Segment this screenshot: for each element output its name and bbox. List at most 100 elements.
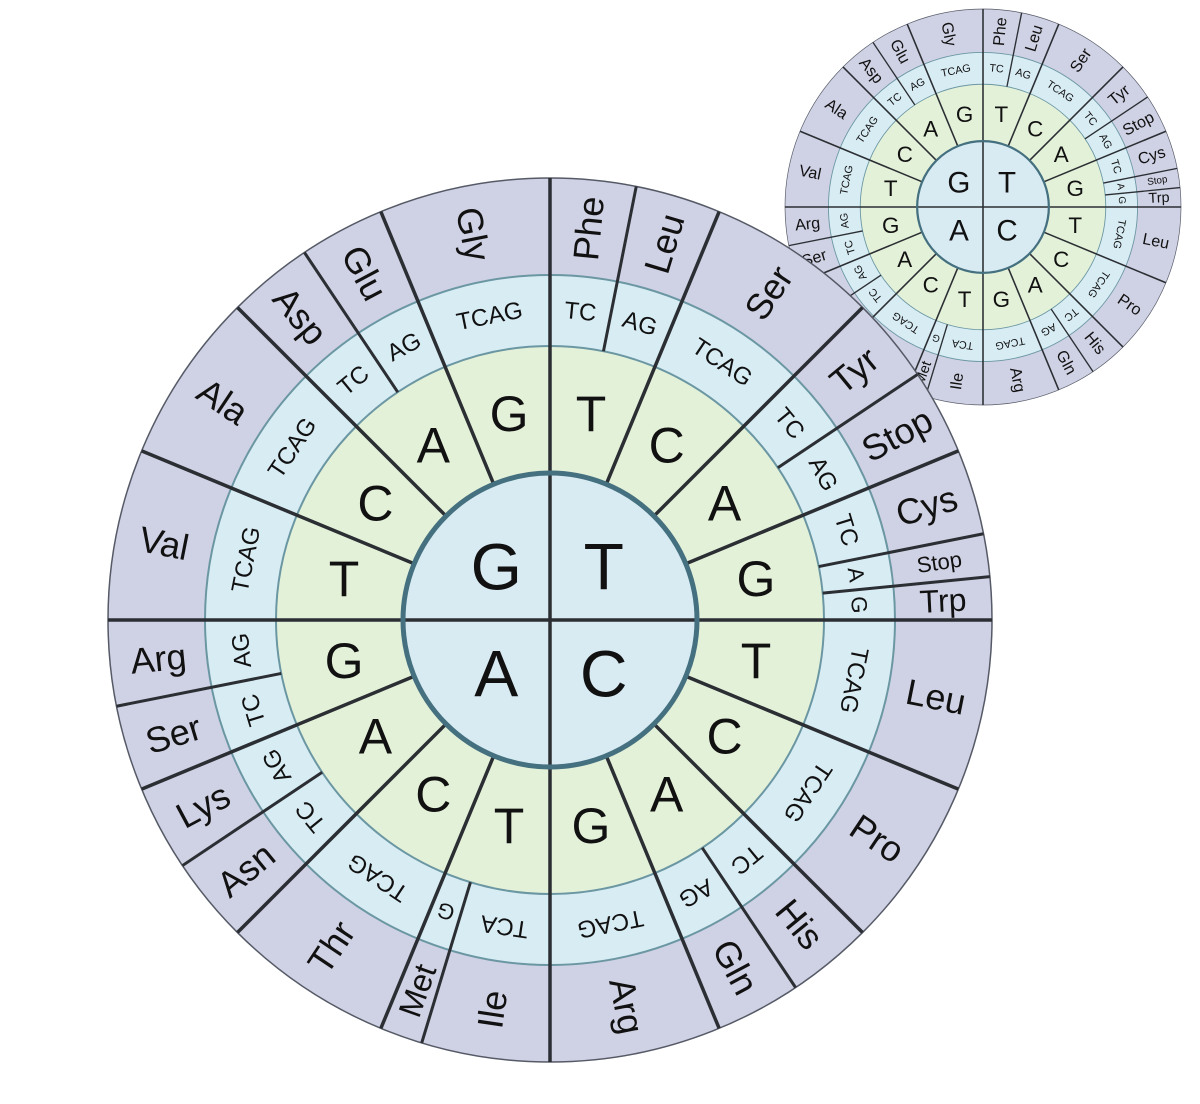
- second-base-label: A: [1054, 142, 1069, 167]
- amino-acid-label: Val: [798, 162, 823, 184]
- third-base-divider: [303, 251, 400, 394]
- second-base-label: G: [993, 287, 1010, 312]
- second-base-label: A: [923, 116, 938, 141]
- second-base-label: T: [958, 287, 972, 312]
- second-base-label: T: [576, 386, 607, 442]
- second-base-label: C: [897, 142, 913, 167]
- second-base-label: T: [995, 102, 1009, 127]
- first-base-label: A: [474, 637, 518, 711]
- first-base-label: T: [584, 529, 624, 603]
- amino-acid-label: Arg: [1006, 366, 1029, 394]
- third-base-divider: [924, 324, 949, 397]
- third-base-label: A: [843, 565, 870, 584]
- amino-acid-label: Arg: [129, 635, 189, 681]
- first-base-label: G: [471, 529, 522, 603]
- third-base-divider: [822, 575, 991, 595]
- third-base-divider: [872, 41, 916, 106]
- second-base-label: G: [956, 102, 973, 127]
- second-base-label: C: [923, 273, 939, 298]
- third-base-label: TCAG: [940, 62, 972, 80]
- second-base-divider: [685, 449, 960, 566]
- amino-acid-label: Phe: [990, 16, 1011, 46]
- second-base-label: A: [708, 475, 742, 531]
- third-base-divider: [116, 671, 282, 708]
- amino-acid-label: Trp: [1148, 190, 1170, 207]
- second-base-divider: [652, 722, 864, 934]
- second-base-label: T: [884, 176, 898, 201]
- first-base-label: C: [580, 637, 628, 711]
- second-base-label: G: [737, 551, 776, 607]
- third-base-label: G: [1116, 196, 1127, 204]
- third-base-divider: [601, 186, 638, 352]
- third-base-divider: [1105, 186, 1181, 196]
- second-base-label: C: [707, 709, 743, 765]
- third-base-label: TCAG: [994, 334, 1026, 352]
- third-base-label: TC: [1108, 158, 1124, 175]
- third-base-label: AG: [227, 632, 257, 669]
- amino-acid-label: Gly: [937, 20, 960, 48]
- second-base-label: C: [649, 417, 685, 473]
- second-base-divider: [906, 267, 959, 391]
- second-base-label: C: [1053, 247, 1069, 272]
- amino-acid-label: Ile: [947, 372, 967, 392]
- third-base-label: G: [846, 596, 872, 614]
- center-border: [400, 470, 700, 770]
- second-base-label: G: [1067, 176, 1084, 201]
- second-base-divider: [379, 210, 496, 485]
- second-base-divider: [1029, 66, 1124, 161]
- third-base-label: TC: [989, 62, 1005, 75]
- third-base-label: TCAG: [1110, 218, 1128, 250]
- third-base-divider: [420, 881, 472, 1044]
- second-base-divider: [906, 23, 959, 147]
- second-base-divider: [379, 755, 496, 1030]
- first-base-label: G: [947, 166, 970, 199]
- second-base-label: A: [417, 417, 451, 473]
- second-base-divider: [236, 306, 448, 518]
- second-base-label: T: [741, 633, 772, 689]
- third-base-divider: [788, 230, 863, 247]
- third-base-label: AG: [1014, 66, 1032, 82]
- third-base-label: TCA: [950, 337, 974, 352]
- second-base-divider: [685, 674, 960, 791]
- second-base-label: A: [897, 247, 912, 272]
- second-base-label: C: [357, 475, 393, 531]
- second-base-label: C: [415, 767, 451, 823]
- second-base-divider: [140, 674, 415, 791]
- third-base-divider: [776, 373, 919, 470]
- third-base-divider: [700, 846, 797, 989]
- third-base-label: G: [931, 331, 942, 344]
- amino-acid-label: Leu: [1141, 230, 1171, 253]
- second-base-divider: [140, 449, 415, 566]
- center-border: [916, 140, 1050, 274]
- third-base-divider: [1103, 167, 1178, 184]
- third-base-label: TCAG: [838, 164, 856, 196]
- third-base-divider: [1050, 308, 1094, 373]
- second-base-label: G: [325, 633, 364, 689]
- second-base-label: C: [1027, 116, 1043, 141]
- second-base-label: T: [1068, 213, 1082, 238]
- second-base-label: G: [572, 798, 611, 854]
- third-base-label: TC: [842, 238, 858, 255]
- first-base-label: C: [996, 215, 1017, 248]
- second-base-divider: [799, 130, 923, 183]
- amino-acid-label: Stop: [1147, 174, 1169, 188]
- second-base-divider: [1007, 267, 1060, 391]
- third-base-label: TC: [563, 297, 597, 327]
- second-base-divider: [842, 66, 937, 161]
- first-base-label: A: [949, 215, 969, 248]
- second-base-divider: [1007, 23, 1060, 147]
- second-base-divider: [652, 306, 864, 518]
- amino-acid-label: Trp: [919, 582, 968, 620]
- first-base-label: T: [998, 166, 1016, 199]
- third-base-divider: [1084, 96, 1149, 140]
- second-base-divider: [1029, 253, 1124, 348]
- second-base-label: G: [490, 386, 529, 442]
- third-base-divider: [818, 532, 984, 569]
- third-base-divider: [181, 770, 324, 867]
- third-base-divider: [1006, 12, 1023, 87]
- third-base-label: A: [1114, 183, 1126, 192]
- second-base-label: A: [359, 709, 393, 765]
- second-base-label: T: [494, 798, 525, 854]
